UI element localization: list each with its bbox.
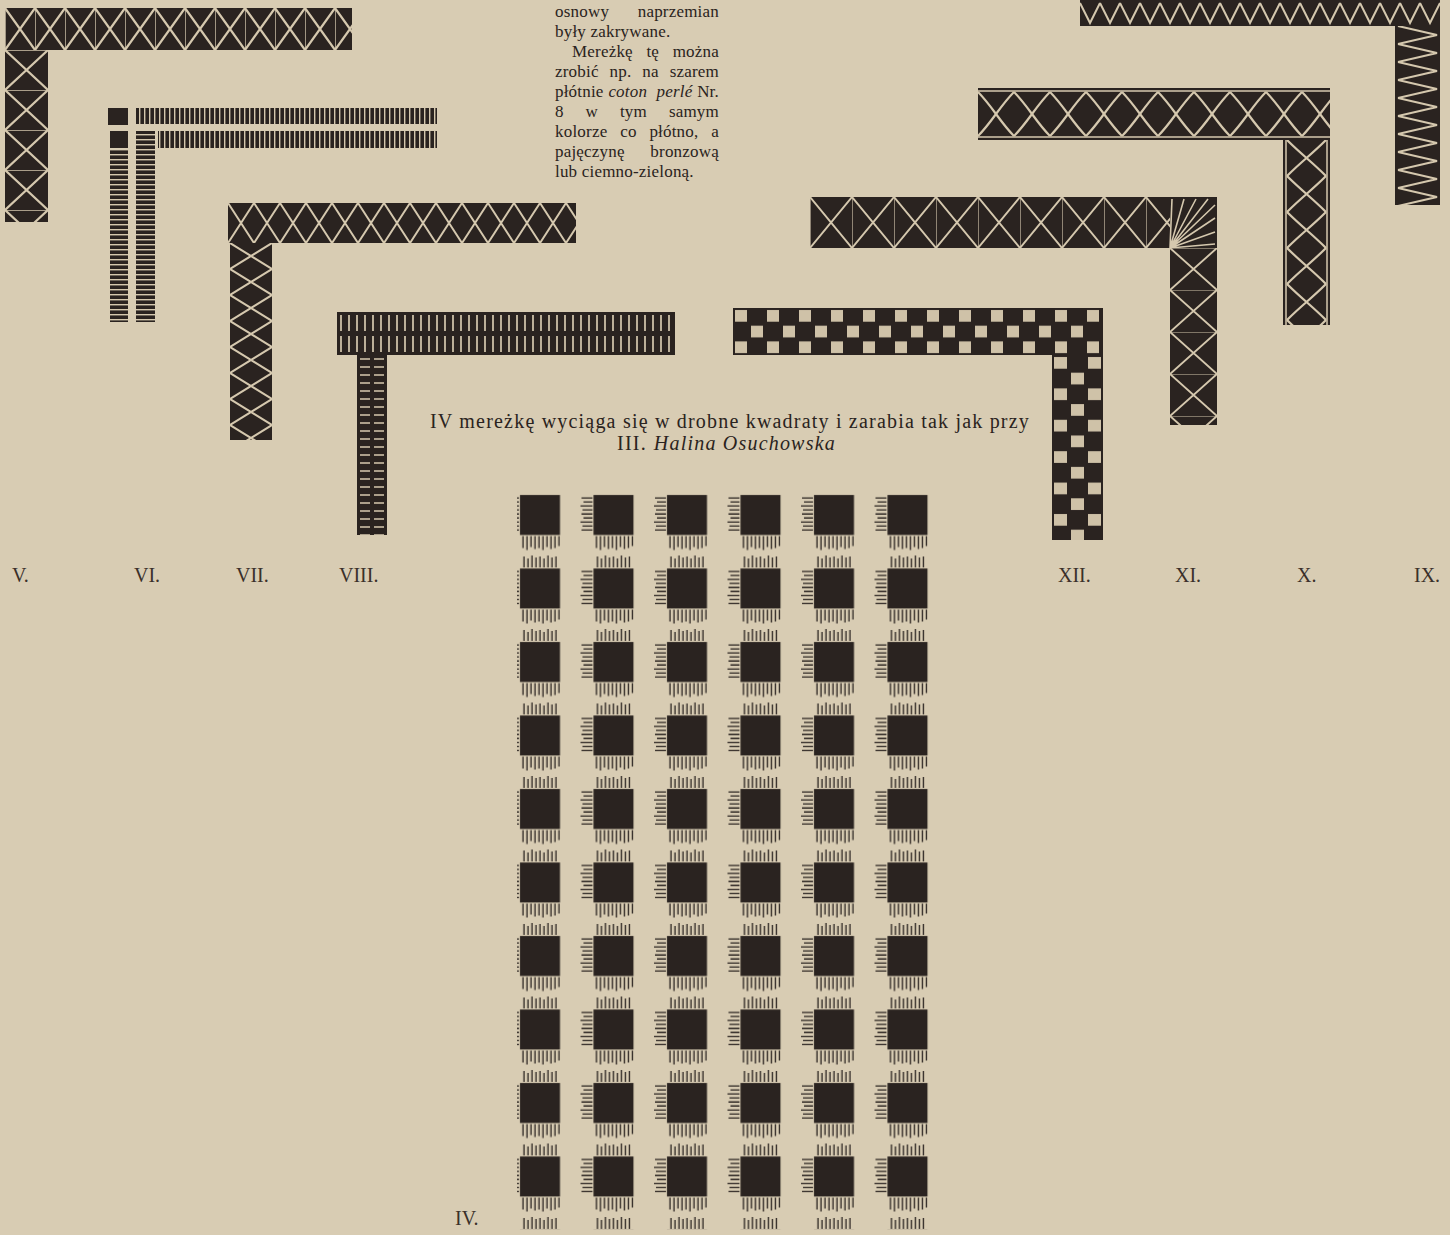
text-paragraph: Mereżkę tę można zrobić np. na szarem pł… — [555, 42, 719, 182]
figure-number: X. — [1297, 563, 1316, 587]
text-line-group: osnowy naprzemian były zakrywane. — [555, 2, 719, 42]
border-band — [5, 8, 352, 50]
border-corner — [110, 131, 128, 148]
caption-block: IV mereżkę wyciąga się w drobne kwadraty… — [430, 410, 1030, 454]
border-corner — [1170, 197, 1217, 248]
border-band — [810, 197, 1170, 248]
border-band — [136, 108, 437, 124]
figure-number: IV. — [455, 1206, 479, 1230]
border-band — [158, 131, 437, 148]
border-corner — [108, 108, 128, 125]
figure-number: VII. — [236, 563, 269, 587]
body-text: osnowy naprzemian były zakrywane. — [555, 2, 719, 42]
figure-number: XII. — [1058, 563, 1091, 587]
border-band — [1080, 0, 1440, 26]
corner-fan — [1170, 199, 1215, 248]
border-band — [110, 150, 128, 322]
border-band — [1283, 140, 1330, 325]
figure-number: VI. — [134, 563, 160, 587]
border-band — [228, 203, 576, 243]
body-text: coton perlé — [608, 82, 692, 101]
author-name: Halina Osuchowska — [654, 432, 836, 454]
border-band — [337, 312, 675, 355]
border-band — [733, 308, 1103, 355]
border-band — [230, 243, 272, 440]
figure-number: IX. — [1414, 563, 1440, 587]
square-grid — [517, 494, 935, 1230]
text-column: osnowy naprzemian były zakrywane. Mereżk… — [555, 2, 719, 182]
border-band — [1170, 248, 1217, 425]
figure-number: V. — [12, 563, 29, 587]
drawn-squares-iv — [517, 494, 935, 1230]
border-band — [136, 131, 155, 322]
border-band — [1052, 355, 1103, 540]
figure-number: XI. — [1175, 563, 1201, 587]
border-band — [978, 88, 1330, 140]
figure-number: VIII. — [339, 563, 378, 587]
border-band — [357, 355, 387, 535]
border-band — [1395, 26, 1440, 205]
border-band — [5, 50, 48, 222]
